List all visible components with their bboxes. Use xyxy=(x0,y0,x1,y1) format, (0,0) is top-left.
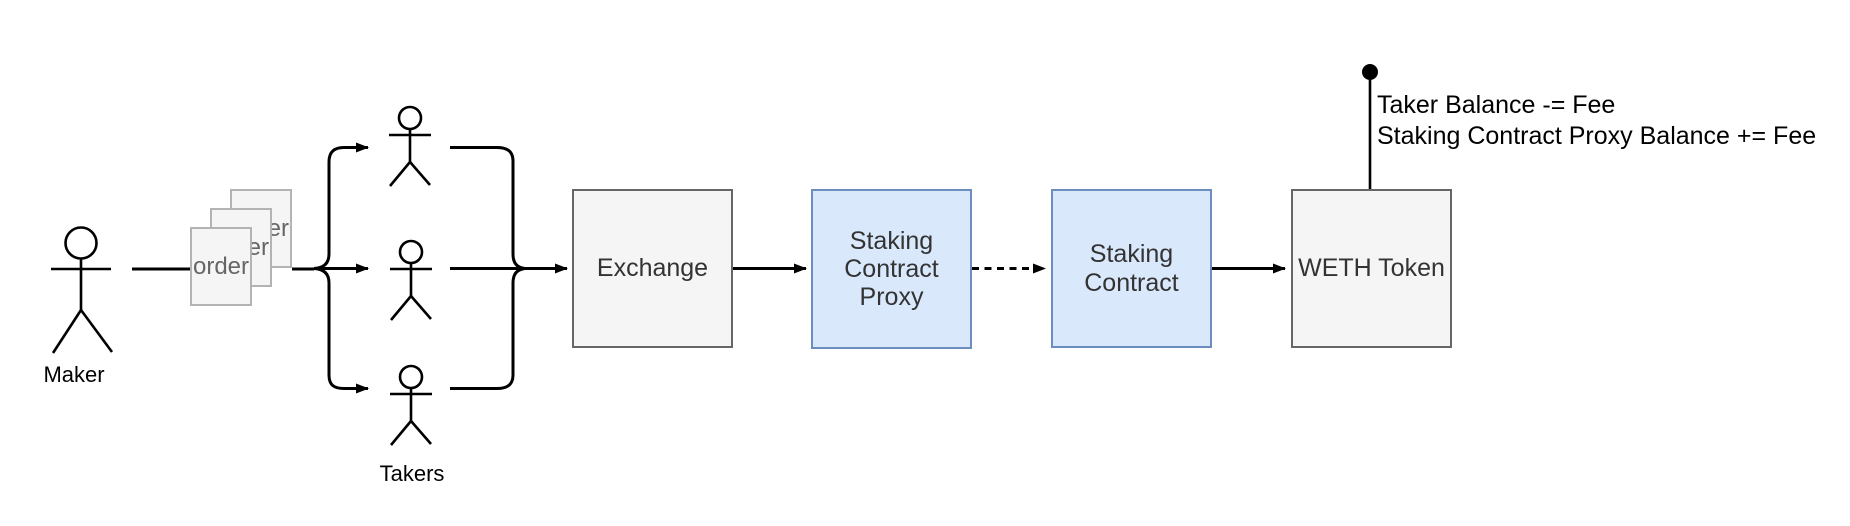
taker-left-leg xyxy=(389,161,411,187)
taker-head xyxy=(398,239,424,265)
maker-figure xyxy=(51,226,114,354)
maker-right-leg xyxy=(79,309,114,353)
taker-right-leg xyxy=(409,161,431,186)
node-staking-contract-label: Staking Contract xyxy=(1084,240,1179,297)
connector-split-to-taker-top xyxy=(313,142,369,270)
taker-figure-bottom xyxy=(390,364,432,446)
takers-label: Takers xyxy=(379,461,445,486)
node-exchange: Exchange xyxy=(572,189,733,348)
taker-figure-top xyxy=(389,105,431,187)
node-staking-contract-proxy-label: Staking Contract Proxy xyxy=(844,226,939,312)
node-weth-token-label: WETH Token xyxy=(1298,254,1445,283)
maker-head xyxy=(64,226,98,260)
node-staking-contract: Staking Contract xyxy=(1051,189,1212,348)
order-document-label: order xyxy=(192,252,250,280)
taker-figure-middle xyxy=(390,239,432,321)
maker-label: Maker xyxy=(43,362,105,387)
connector-taker-bottom-to-merge xyxy=(450,267,525,390)
node-weth-token: WETH Token xyxy=(1291,189,1452,348)
node-staking-contract-proxy: Staking Contract Proxy xyxy=(811,189,972,349)
taker-left-leg xyxy=(390,295,412,321)
annotation-dot xyxy=(1362,64,1378,80)
connector-taker-top-to-merge xyxy=(450,146,525,270)
taker-right-leg xyxy=(410,420,432,445)
taker-head xyxy=(397,105,423,131)
taker-left-leg xyxy=(390,420,412,446)
taker-head xyxy=(398,364,424,390)
order-document-front: order xyxy=(190,227,252,306)
fee-annotation-line1: Taker Balance -= Fee xyxy=(1377,91,1616,119)
fee-annotation: Taker Balance -= Fee Staking Contract Pr… xyxy=(1377,90,1816,152)
maker-left-leg xyxy=(51,309,83,354)
fee-annotation-line2: Staking Contract Proxy Balance += Fee xyxy=(1377,122,1817,150)
taker-right-leg xyxy=(410,295,432,320)
node-exchange-label: Exchange xyxy=(596,254,709,283)
connector-split-to-taker-bottom xyxy=(313,267,369,394)
